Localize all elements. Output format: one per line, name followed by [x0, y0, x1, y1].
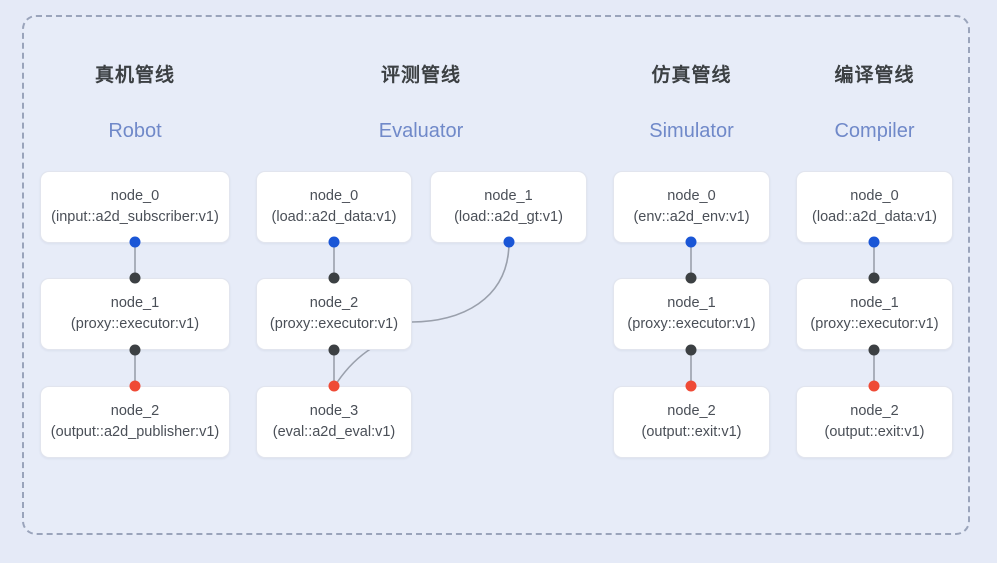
node-id: node_1 [667, 295, 716, 311]
node-card-evaluator-node_2[interactable]: node_2 (proxy::executor:v1) [256, 278, 412, 350]
port-output-compiler-node_0[interactable] [868, 236, 880, 248]
node-card-evaluator-node_1[interactable]: node_1 (load::a2d_gt:v1) [430, 171, 587, 243]
port-input-compiler-node_2[interactable] [868, 380, 880, 392]
node-id: node_0 [667, 188, 716, 204]
node-id: node_1 [850, 295, 899, 311]
node-type: (input::a2d_subscriber:v1) [51, 209, 219, 225]
node-id: node_1 [110, 295, 160, 311]
port-input-robot-node_2[interactable] [129, 380, 141, 392]
node-id: node_2 [110, 403, 160, 419]
node-id: node_0 [110, 188, 160, 204]
node-id: node_0 [309, 188, 359, 204]
port-output-evaluator-node_0[interactable] [328, 236, 340, 248]
node-id: node_2 [309, 295, 359, 311]
port-input-evaluator-node_3[interactable] [328, 380, 340, 392]
node-type: (env::a2d_env:v1) [633, 209, 750, 225]
node-card-robot-node_0[interactable]: node_0 (input::a2d_subscriber:v1) [40, 171, 230, 243]
node-id: node_1 [484, 188, 533, 204]
node-type: (proxy::executor:v1) [810, 316, 939, 332]
node-card-robot-node_2[interactable]: node_2 (output::a2d_publisher:v1) [40, 386, 230, 458]
node-id: node_2 [667, 403, 716, 419]
node-type: (proxy::executor:v1) [627, 316, 756, 332]
node-type: (proxy::executor:v1) [70, 316, 200, 332]
port-output-evaluator-node_1[interactable] [503, 236, 515, 248]
node-type: (eval::a2d_eval:v1) [272, 424, 396, 440]
node-card-compiler-node_1[interactable]: node_1 (proxy::executor:v1) [796, 278, 953, 350]
port-output-robot-node_0[interactable] [129, 236, 141, 248]
node-type: (load::a2d_gt:v1) [454, 209, 563, 225]
node-card-simulator-node_2[interactable]: node_2 (output::exit:v1) [613, 386, 770, 458]
node-type: (load::a2d_data:v1) [812, 209, 937, 225]
port-input-robot-node_1[interactable] [129, 272, 141, 284]
port-input-simulator-node_1[interactable] [685, 272, 697, 284]
node-card-simulator-node_0[interactable]: node_0 (env::a2d_env:v1) [613, 171, 770, 243]
node-id: node_3 [309, 403, 359, 419]
port-input-simulator-node_2[interactable] [685, 380, 697, 392]
node-type: (load::a2d_data:v1) [271, 209, 397, 225]
node-card-compiler-node_0[interactable]: node_0 (load::a2d_data:v1) [796, 171, 953, 243]
node-card-evaluator-node_3[interactable]: node_3 (eval::a2d_eval:v1) [256, 386, 412, 458]
node-type: (output::exit:v1) [641, 424, 742, 440]
port-output-simulator-node_1[interactable] [685, 344, 697, 356]
node-card-simulator-node_1[interactable]: node_1 (proxy::executor:v1) [613, 278, 770, 350]
port-output-simulator-node_0[interactable] [685, 236, 697, 248]
port-output-evaluator-node_2[interactable] [328, 344, 340, 356]
port-input-evaluator-node_2[interactable] [328, 272, 340, 284]
port-output-compiler-node_1[interactable] [868, 344, 880, 356]
node-type: (output::a2d_publisher:v1) [50, 424, 220, 440]
node-card-evaluator-node_0[interactable]: node_0 (load::a2d_data:v1) [256, 171, 412, 243]
port-output-robot-node_1[interactable] [129, 344, 141, 356]
node-id: node_0 [850, 188, 899, 204]
node-type: (output::exit:v1) [824, 424, 925, 440]
node-id: node_2 [850, 403, 899, 419]
port-input-compiler-node_1[interactable] [868, 272, 880, 284]
node-card-compiler-node_2[interactable]: node_2 (output::exit:v1) [796, 386, 953, 458]
node-type: (proxy::executor:v1) [269, 316, 399, 332]
node-card-robot-node_1[interactable]: node_1 (proxy::executor:v1) [40, 278, 230, 350]
